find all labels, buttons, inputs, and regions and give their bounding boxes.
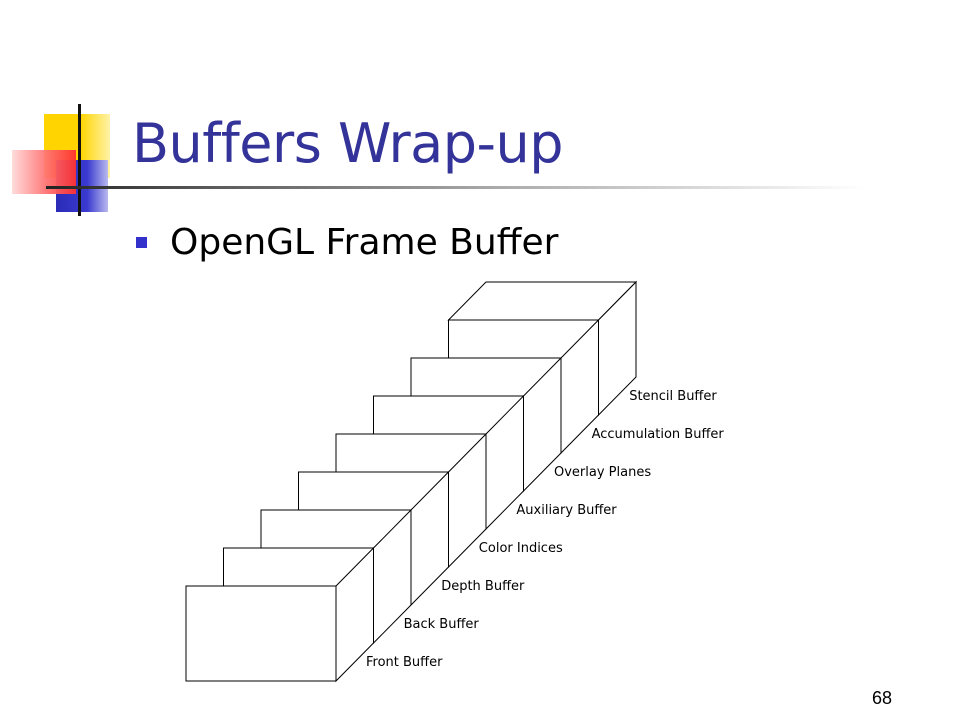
buffer-label: Color Indices (479, 541, 563, 556)
buffer-label: Depth Buffer (441, 579, 525, 594)
buffer-stack (185, 280, 638, 683)
title-underline (46, 186, 866, 189)
buffer-label: Back Buffer (404, 617, 480, 632)
buffer-box-front (185, 585, 337, 682)
bullet-item: OpenGL Frame Buffer (136, 222, 558, 263)
slide-title: Buffers Wrap-up (132, 112, 564, 175)
bullet-square-icon (136, 237, 147, 248)
page-number: 68 (872, 688, 893, 708)
buffer-label: Front Buffer (366, 655, 443, 670)
buffer-label: Stencil Buffer (629, 389, 717, 404)
decor-vertical-line (78, 104, 81, 216)
buffer-labels: Front Buffer Back Buffer Depth Buffer Color… (366, 389, 724, 670)
buffer-label: Auxiliary Buffer (516, 503, 617, 518)
buffer-label: Overlay Planes (554, 465, 651, 480)
buffer-label: Accumulation Buffer (592, 427, 725, 442)
bullet-text: OpenGL Frame Buffer (170, 222, 559, 263)
